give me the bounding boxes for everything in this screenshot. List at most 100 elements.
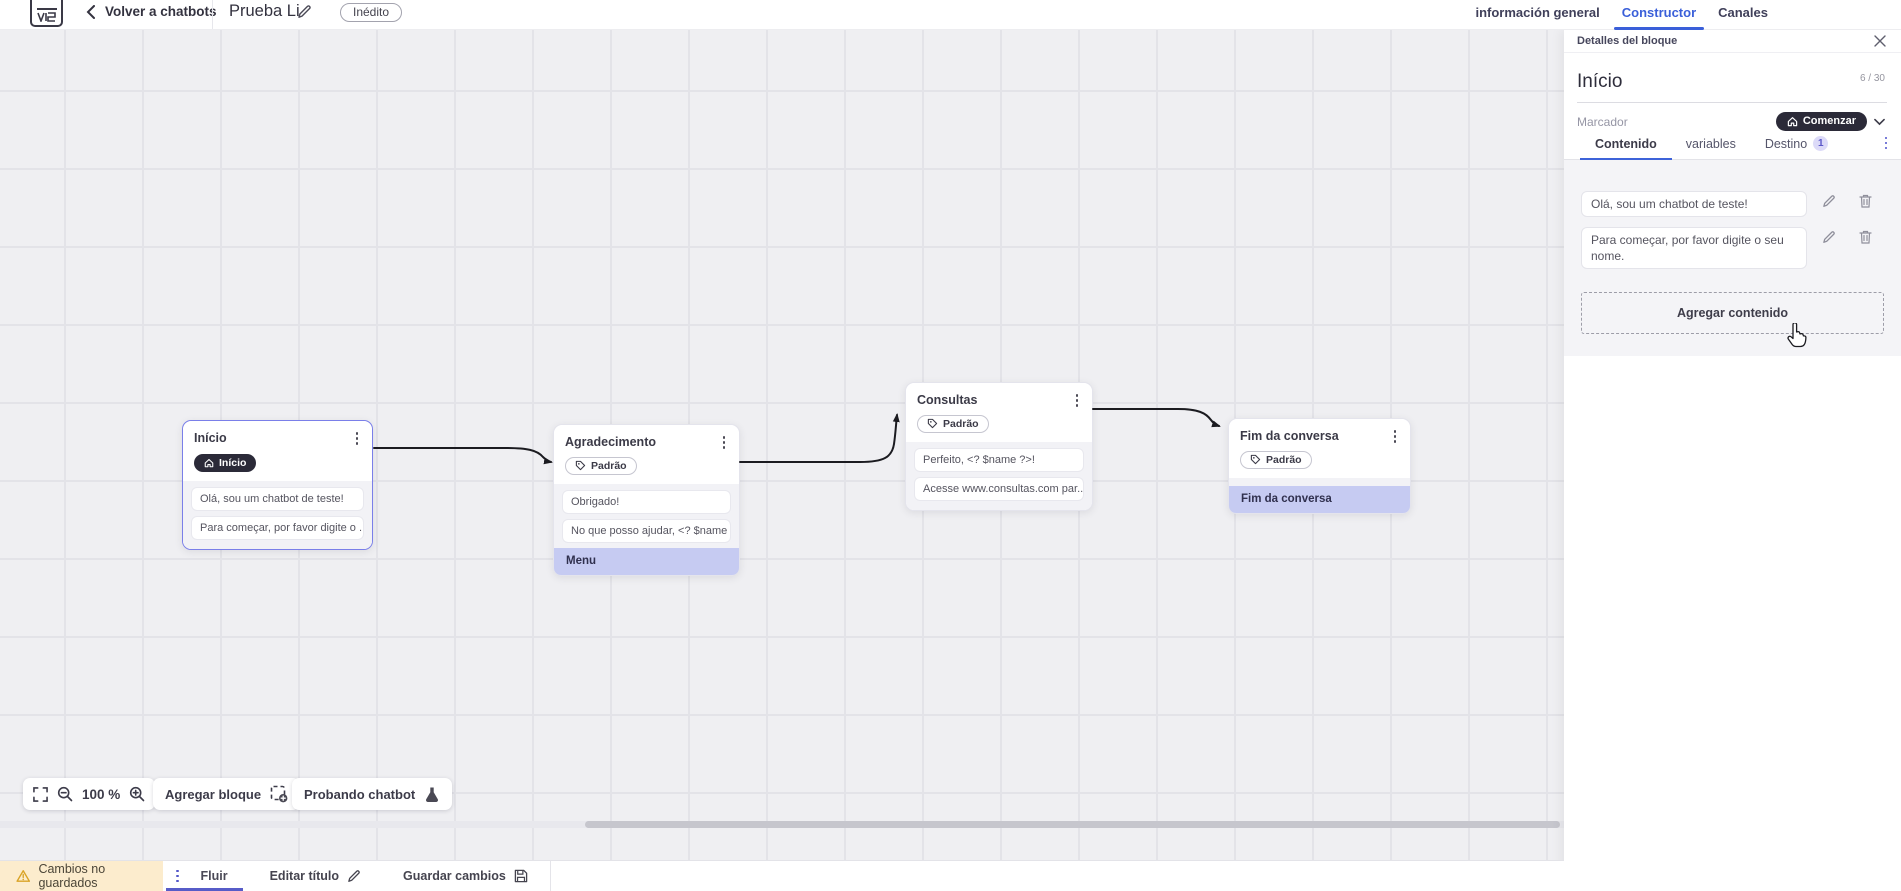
scrollbar-thumb[interactable] bbox=[585, 821, 1560, 828]
add-content-button[interactable]: Agregar contenido bbox=[1581, 292, 1884, 334]
tab-destino[interactable]: Destino 1 bbox=[1764, 136, 1829, 159]
close-panel-button[interactable] bbox=[1874, 35, 1886, 47]
node-message[interactable]: Acesse www.consultas.com par... bbox=[914, 477, 1084, 501]
add-block-icon bbox=[270, 785, 288, 803]
default-badge: Padrão bbox=[565, 456, 637, 475]
panel-title: Detalles del bloque bbox=[1577, 35, 1678, 47]
node-menu-button[interactable] bbox=[353, 430, 362, 447]
node-header: Início Início bbox=[183, 421, 372, 481]
content-section: Olá, sou um chatbot de teste! Para começ… bbox=[1564, 160, 1901, 356]
save-changes-button[interactable]: Guardar cambios bbox=[403, 869, 528, 883]
edge-inicio-agradecimento bbox=[373, 447, 553, 465]
tag-icon bbox=[927, 418, 938, 429]
node-menu-button[interactable] bbox=[1073, 392, 1082, 409]
block-name-underline bbox=[1577, 102, 1887, 103]
marker-value: Comenzar bbox=[1802, 115, 1856, 127]
node-menu-button[interactable] bbox=[1391, 428, 1400, 445]
test-chatbot-button[interactable]: Probando chatbot bbox=[292, 778, 453, 810]
close-icon bbox=[1874, 35, 1886, 47]
node-message[interactable]: Perfeito, <? $name ?>! bbox=[914, 448, 1084, 472]
chevron-left-icon bbox=[86, 4, 95, 19]
bottom-bar-divider bbox=[549, 860, 551, 891]
node-header: Agradecimento Padrão bbox=[554, 425, 739, 484]
unsaved-changes-warning: Cambios no guardados bbox=[0, 861, 163, 891]
default-badge: Padrão bbox=[917, 414, 989, 433]
node-fim-da-conversa[interactable]: Fim da conversa Padrão Fim da conversa bbox=[1228, 418, 1411, 514]
edge-agradecimento-consultas bbox=[739, 413, 900, 463]
pencil-icon bbox=[348, 870, 360, 882]
node-menu-row[interactable]: Menu bbox=[554, 548, 739, 575]
node-consultas[interactable]: Consultas Padrão Perfeito, <? $name ?>! … bbox=[905, 382, 1093, 511]
horizontal-scrollbar[interactable] bbox=[0, 821, 1564, 828]
pencil-icon[interactable] bbox=[1822, 230, 1836, 244]
tab-general-info[interactable]: información general bbox=[1475, 5, 1600, 20]
add-block-label: Agregar bloque bbox=[165, 786, 262, 802]
zoom-in-icon[interactable] bbox=[129, 786, 145, 802]
zoom-out-icon[interactable] bbox=[57, 786, 73, 802]
home-icon bbox=[204, 458, 214, 467]
marker-label: Marcador bbox=[1577, 114, 1628, 129]
node-menu-button[interactable] bbox=[720, 434, 729, 451]
char-counter: 6 / 30 bbox=[1859, 73, 1885, 84]
edit-flow-title-button[interactable] bbox=[297, 4, 312, 19]
content-item: Para começar, por favor digite o seu nom… bbox=[1581, 227, 1885, 269]
node-title: Fim da conversa bbox=[1240, 429, 1339, 444]
home-icon bbox=[1787, 116, 1798, 126]
save-changes-label: Guardar cambios bbox=[403, 869, 506, 883]
flow-title: Prueba Li bbox=[229, 2, 300, 20]
trash-icon[interactable] bbox=[1859, 194, 1872, 208]
tab-fluir[interactable]: Fluir bbox=[200, 868, 228, 883]
panel-tabs: Contenido variables Destino 1 bbox=[1564, 131, 1901, 160]
node-title: Agradecimento bbox=[565, 435, 656, 450]
pencil-icon bbox=[298, 5, 311, 18]
destino-count-badge: 1 bbox=[1813, 136, 1829, 151]
content-text-field[interactable]: Para começar, por favor digite o seu nom… bbox=[1581, 227, 1807, 269]
edge-consultas-fim bbox=[1092, 408, 1221, 428]
top-header: Volver a chatbots Prueba Li Inédito info… bbox=[0, 0, 1901, 30]
edit-title-label: Editar título bbox=[269, 869, 340, 883]
content-item: Olá, sou um chatbot de teste! bbox=[1581, 191, 1885, 217]
node-message[interactable]: Para começar, por favor digite o ... bbox=[191, 515, 364, 540]
default-badge: Padrão bbox=[1240, 450, 1312, 469]
node-header: Fim da conversa Padrão bbox=[1229, 419, 1410, 478]
warning-triangle-icon bbox=[16, 870, 31, 882]
trash-icon[interactable] bbox=[1859, 230, 1872, 244]
edit-title-button[interactable]: Editar título bbox=[270, 869, 361, 883]
node-agradecimento[interactable]: Agradecimento Padrão Obrigado! No que po… bbox=[553, 424, 740, 576]
zoom-toolbar: 100 % bbox=[23, 778, 156, 810]
save-icon bbox=[514, 869, 528, 883]
panel-options-button[interactable] bbox=[1884, 136, 1887, 160]
block-name-input[interactable]: Início bbox=[1577, 71, 1623, 92]
tab-variables[interactable]: variables bbox=[1685, 137, 1736, 151]
node-message[interactable]: Olá, sou um chatbot de teste! bbox=[191, 486, 364, 511]
flow-options-button[interactable] bbox=[176, 869, 179, 883]
node-message[interactable]: Obrigado! bbox=[562, 490, 731, 514]
node-inicio[interactable]: Início Início Olá, sou um chatbot de tes… bbox=[182, 420, 373, 550]
flask-icon bbox=[426, 786, 439, 802]
start-badge: Início bbox=[194, 453, 257, 472]
tab-destino-label: Destino bbox=[1764, 136, 1808, 151]
pencil-icon[interactable] bbox=[1822, 194, 1836, 208]
chevron-down-icon[interactable] bbox=[1874, 118, 1885, 126]
back-label: Volver a chatbots bbox=[105, 4, 217, 19]
status-badge: Inédito bbox=[340, 3, 403, 22]
tab-constructor[interactable]: Constructor bbox=[1613, 0, 1705, 30]
node-message[interactable]: No que posso ajudar, <? $name ... bbox=[562, 519, 731, 543]
fit-screen-icon[interactable] bbox=[33, 786, 48, 802]
node-header: Consultas Padrão bbox=[906, 383, 1092, 442]
content-text-field[interactable]: Olá, sou um chatbot de teste! bbox=[1581, 191, 1807, 217]
tab-contenido[interactable]: Contenido bbox=[1580, 137, 1672, 160]
block-details-panel: Detalles del bloque Início 6 / 30 Marcad… bbox=[1564, 30, 1901, 891]
back-to-chatbots-button[interactable]: Volver a chatbots bbox=[86, 4, 217, 19]
flow-canvas[interactable]: Início Início Olá, sou um chatbot de tes… bbox=[0, 30, 1564, 861]
marker-value-dropdown[interactable]: Comenzar bbox=[1775, 112, 1867, 131]
app-logo-icon bbox=[30, 0, 63, 27]
add-block-button[interactable]: Agregar bloque bbox=[153, 778, 301, 810]
logo-glyph-icon bbox=[36, 8, 57, 22]
node-end-row[interactable]: Fim da conversa bbox=[1229, 486, 1410, 513]
tag-icon bbox=[1250, 454, 1261, 465]
tab-channels[interactable]: Canales bbox=[1718, 5, 1768, 20]
active-flow-underline bbox=[166, 888, 243, 891]
bottom-bar: Cambios no guardados Fluir Editar título… bbox=[0, 860, 1564, 891]
